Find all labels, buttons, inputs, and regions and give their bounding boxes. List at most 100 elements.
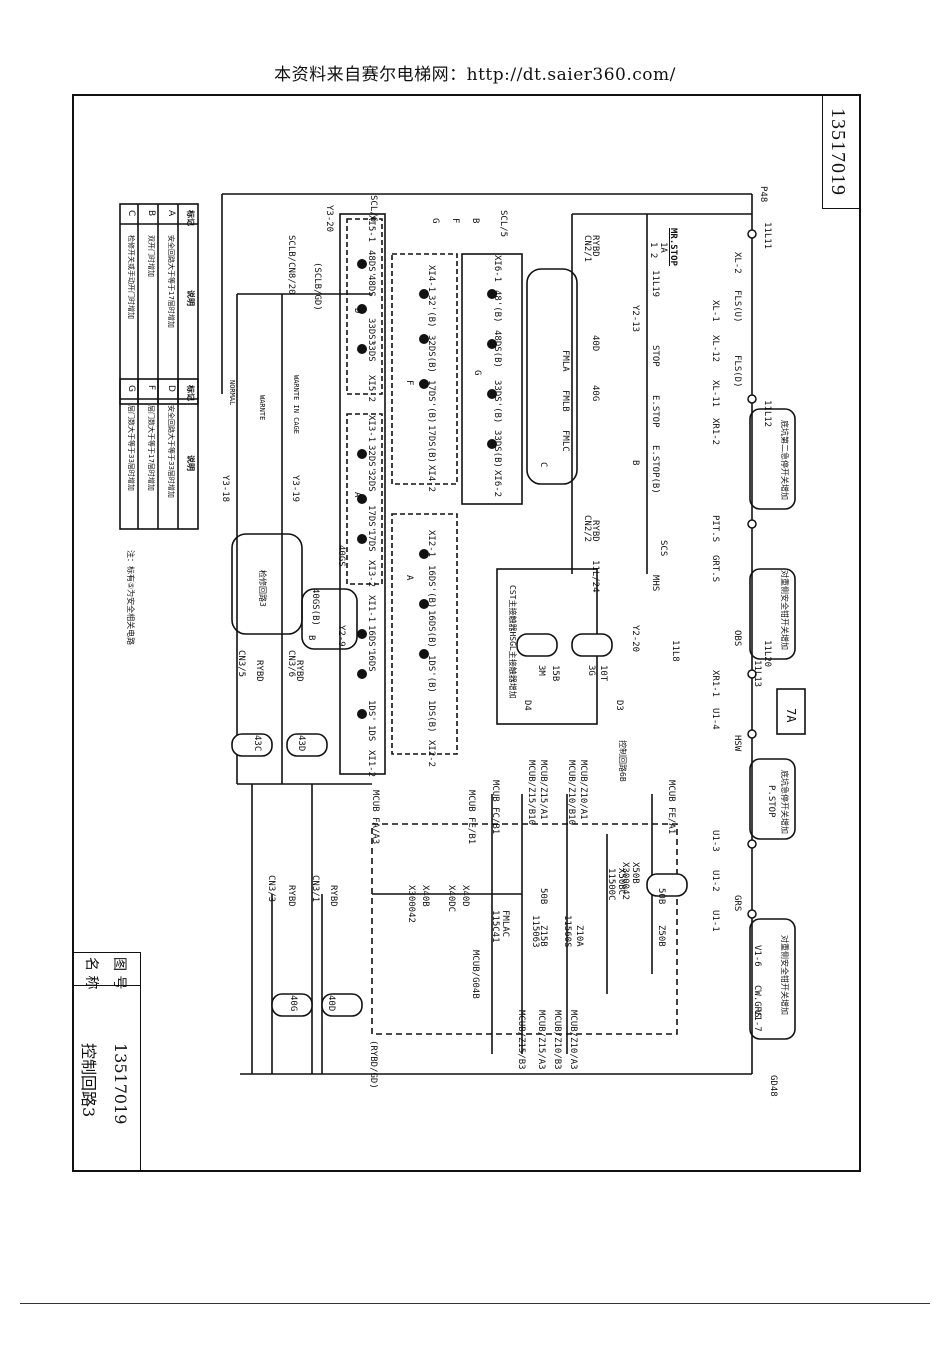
cn3-rybd-d: RYBD [328, 885, 338, 907]
name-value: 控制回路3 [79, 1043, 98, 1118]
legend-top-r2-text: 双开门时增加 [147, 235, 155, 277]
legend-bot-r3-mark: G [126, 385, 136, 392]
chain-main-6: XI3-1 [366, 415, 376, 443]
chain-main-15: 1DS' [366, 700, 376, 722]
switch-xr11: XR1-1 [710, 670, 720, 698]
door-chain-box-low [391, 513, 458, 755]
fm-40g: 40G [590, 385, 600, 402]
switch-u14: U1-4 [710, 708, 720, 730]
mcub-z15b10: MCUB/Z15/B10 [526, 760, 536, 826]
chain-low-2: 16DS(B) [426, 610, 436, 648]
contactor-50b-b: 50B [538, 888, 548, 905]
mcub-feb1: MCUB FE/B1 [466, 790, 476, 845]
chain-main-4: 33DS [366, 340, 376, 362]
relay-3g: 3G [586, 665, 596, 676]
chain-main-8: 32DS [366, 470, 376, 492]
chain-left-5: XI6-2 [492, 470, 502, 498]
fm-fmla: FMLA [560, 350, 570, 372]
mcub-z15a1: MCUB/Z15/A1 [538, 760, 548, 820]
terminal-11l19: 11L19 [650, 270, 660, 298]
mcub-faa3: MCUB FA/A3 [370, 790, 380, 845]
switch-grs: GRS [732, 895, 742, 912]
relay-40g: 40G [288, 995, 298, 1012]
switch-pstop: P.STOP [766, 785, 776, 818]
switch-obs: OBS [732, 630, 742, 647]
cn3-rybd-c: RYBD [286, 885, 296, 907]
legend-bot-r2-text: 层门数大于等于17层时增加 [147, 405, 155, 491]
note-box-2: 对重侧安全钳开关增加 [780, 570, 789, 650]
mr-stop-y: Y2-13 [630, 305, 640, 333]
cn-11l24: 11L/24 [590, 560, 600, 593]
footer-line [20, 1303, 930, 1304]
circle-letter-b3: B [630, 460, 640, 466]
cn-rybd2: RYBD [590, 520, 600, 542]
contactor-x40dc: X40DC [446, 885, 456, 913]
contactor-x300042b: X300042 [406, 885, 416, 923]
chain-main-16: 1DS [366, 725, 376, 742]
chain-low-1: 16DS'(B) [426, 565, 436, 609]
contactor-11500c: 11500C [606, 868, 616, 901]
note-box-1: 底坑第二急停开关增加 [780, 420, 789, 500]
ops-normal: NORMAL [228, 380, 236, 406]
switch-hsw: HSW [732, 735, 742, 752]
mr-stop-contacts: 1 2 [648, 242, 658, 259]
switch-xl11: XL-11 [710, 380, 720, 408]
chain-mid-5: XI4-2 [426, 465, 436, 493]
fig-no-label: 图 号 [111, 957, 127, 990]
switch-xl2: XL-2 [732, 252, 742, 274]
scl-6: SCL/6 [368, 195, 378, 223]
relay-15b: 15B [550, 665, 560, 682]
terminal-11l11: 11L11 [762, 222, 772, 250]
chain-main-13: 16DS' [366, 625, 376, 653]
contactor-x50bc: X50BC [616, 868, 626, 896]
bottom-z10b3: MCUB/Z10/B3 [552, 1010, 562, 1070]
note-box-4: 对重侧安全钳开关增加 [780, 935, 789, 1015]
legend-bot-r1-mark: D [166, 385, 176, 392]
y220-label: Y2-20 [630, 625, 640, 653]
mr-stop-title: MR.STOP [668, 228, 678, 266]
mr-stop-sub: 1A [658, 242, 668, 253]
fm-40d: 40D [590, 335, 600, 352]
door-chain-box-left [461, 253, 523, 505]
chain-main-11: XI3-2 [366, 560, 376, 588]
door-chain-box-a [346, 413, 383, 585]
legend-bottom-table [119, 378, 199, 530]
switch-u12: U1-2 [710, 870, 720, 892]
relay-d4: D4 [522, 700, 532, 711]
chain-low-0: XI2-1 [426, 530, 436, 558]
terminal-11l12: 11L12 [762, 400, 772, 428]
legend-top-h2: 说明 [186, 290, 195, 306]
bottom-z15a3: MCUB/Z15/A3 [536, 1010, 546, 1070]
contactor-fmlac: FMLAC [500, 910, 510, 938]
mcub-z10b10: MCUB/Z10/B10 [566, 760, 576, 826]
gd48-label: GD48 [768, 1075, 778, 1097]
fig-no-value: 13517019 [111, 1043, 130, 1125]
scs-label: SCS [658, 540, 668, 557]
legend-bot-r3-text: 层门数大于等于33层时增加 [127, 405, 135, 491]
chain-main-7: 32DS' [366, 445, 376, 473]
circle-letter-g: G [430, 218, 440, 224]
switch-u11: U1-1 [710, 910, 720, 932]
chain-main-9: 17DS' [366, 505, 376, 533]
drawing-number: 13517019 [827, 108, 849, 196]
sheet-tag: 7A [784, 708, 798, 723]
chain-mid-4: 17DS(B) [426, 425, 436, 463]
gs-relay-box [301, 588, 358, 650]
drawing-number-box: 13517019 [822, 96, 859, 209]
legend-top-r3-text: 检修开关或手动开门时增加 [127, 235, 135, 319]
name-label: 名 称 [83, 957, 99, 990]
legend-top-r1-mark: A [166, 210, 176, 217]
cn3-3: CN3/3 [266, 875, 276, 903]
bottom-z10a3: MCUB/Z10/A3 [568, 1010, 578, 1070]
ops-warnte-cage: WARNTE IN CAGE [292, 375, 300, 435]
mcub-region [371, 823, 678, 1035]
switch-pits: PIT.S [710, 515, 720, 543]
circle-letter-g2: G [472, 370, 482, 376]
page-header: 本资料来自赛尔电梯网：http://dt.saier360.com/ [274, 65, 676, 85]
contactor-x40b: X40B [420, 885, 430, 907]
fm-fmlc: FMLC [560, 430, 570, 452]
cn3-rybd-b: RYBD [294, 660, 304, 682]
circle-letter-d: D [352, 308, 362, 314]
chain-mid-0: XI4-1 [426, 265, 436, 293]
stop-label: STOP [650, 345, 660, 367]
